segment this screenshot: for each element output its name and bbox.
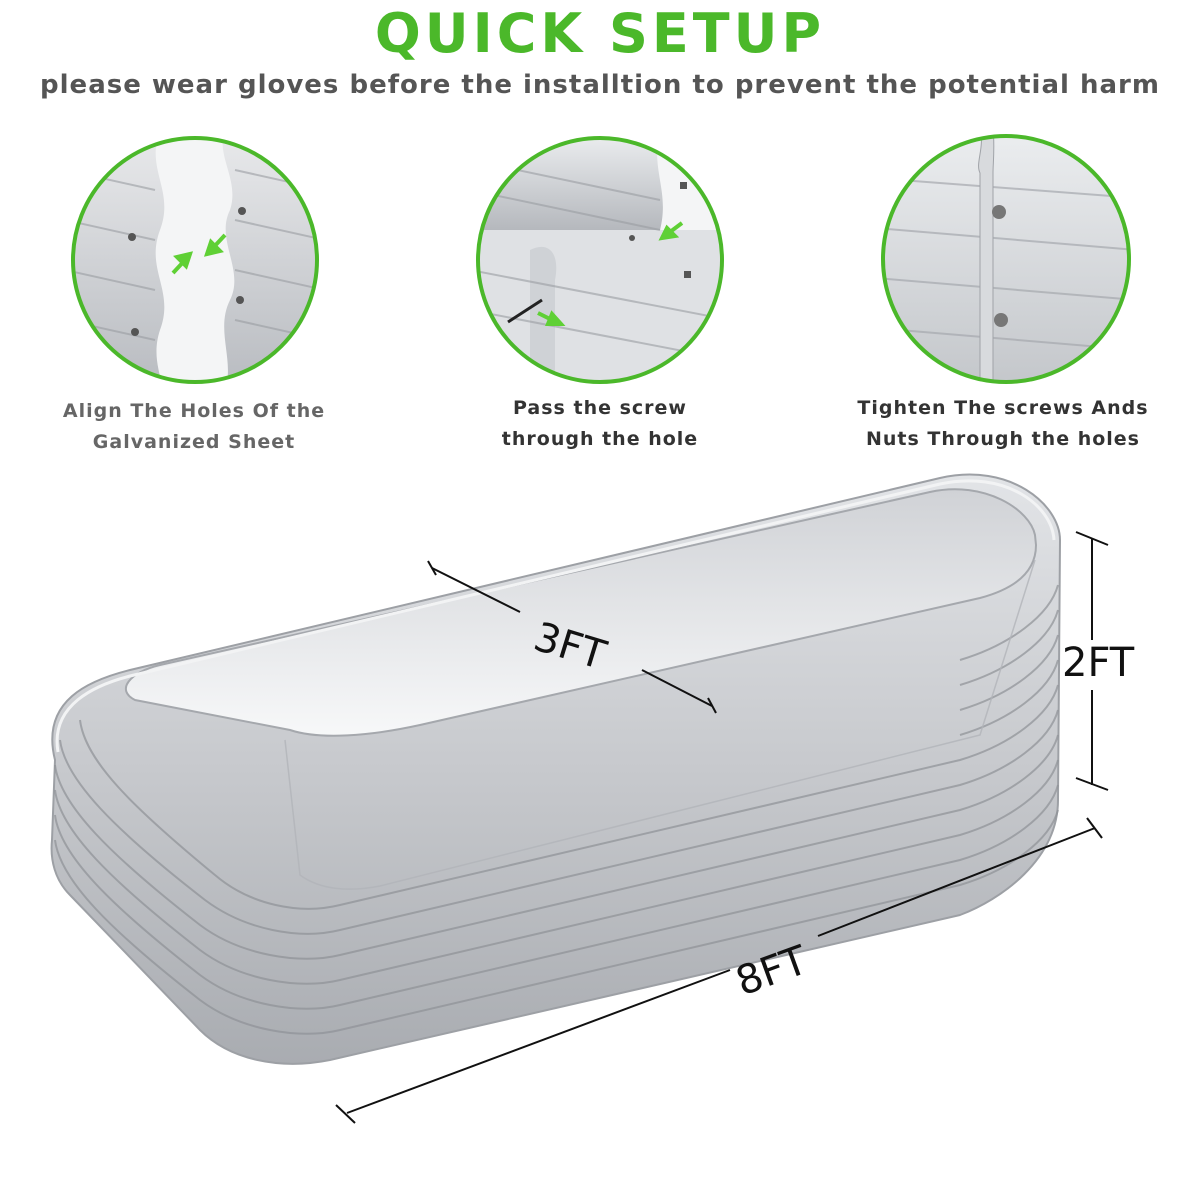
- length-dimension-line: [335, 817, 1103, 1124]
- width-dimension-line: [427, 560, 717, 714]
- bed-inner-cavity: [124, 488, 1038, 737]
- step-3-illustration: [881, 134, 1131, 384]
- bolt-top: [992, 205, 1006, 219]
- safety-warning: please wear gloves before the installtio…: [40, 70, 1160, 100]
- bolt-bottom: [994, 313, 1008, 327]
- page-title: QUICK SETUP: [374, 2, 826, 65]
- step-2-illustration: [476, 136, 724, 384]
- step-3-frame: [881, 134, 1131, 384]
- step-2-frame: [476, 136, 724, 384]
- height-label: 2FT: [1062, 640, 1135, 686]
- step-1-frame: [71, 136, 319, 384]
- height-dimension-line: [1075, 531, 1109, 791]
- step-1-illustration: [71, 136, 319, 384]
